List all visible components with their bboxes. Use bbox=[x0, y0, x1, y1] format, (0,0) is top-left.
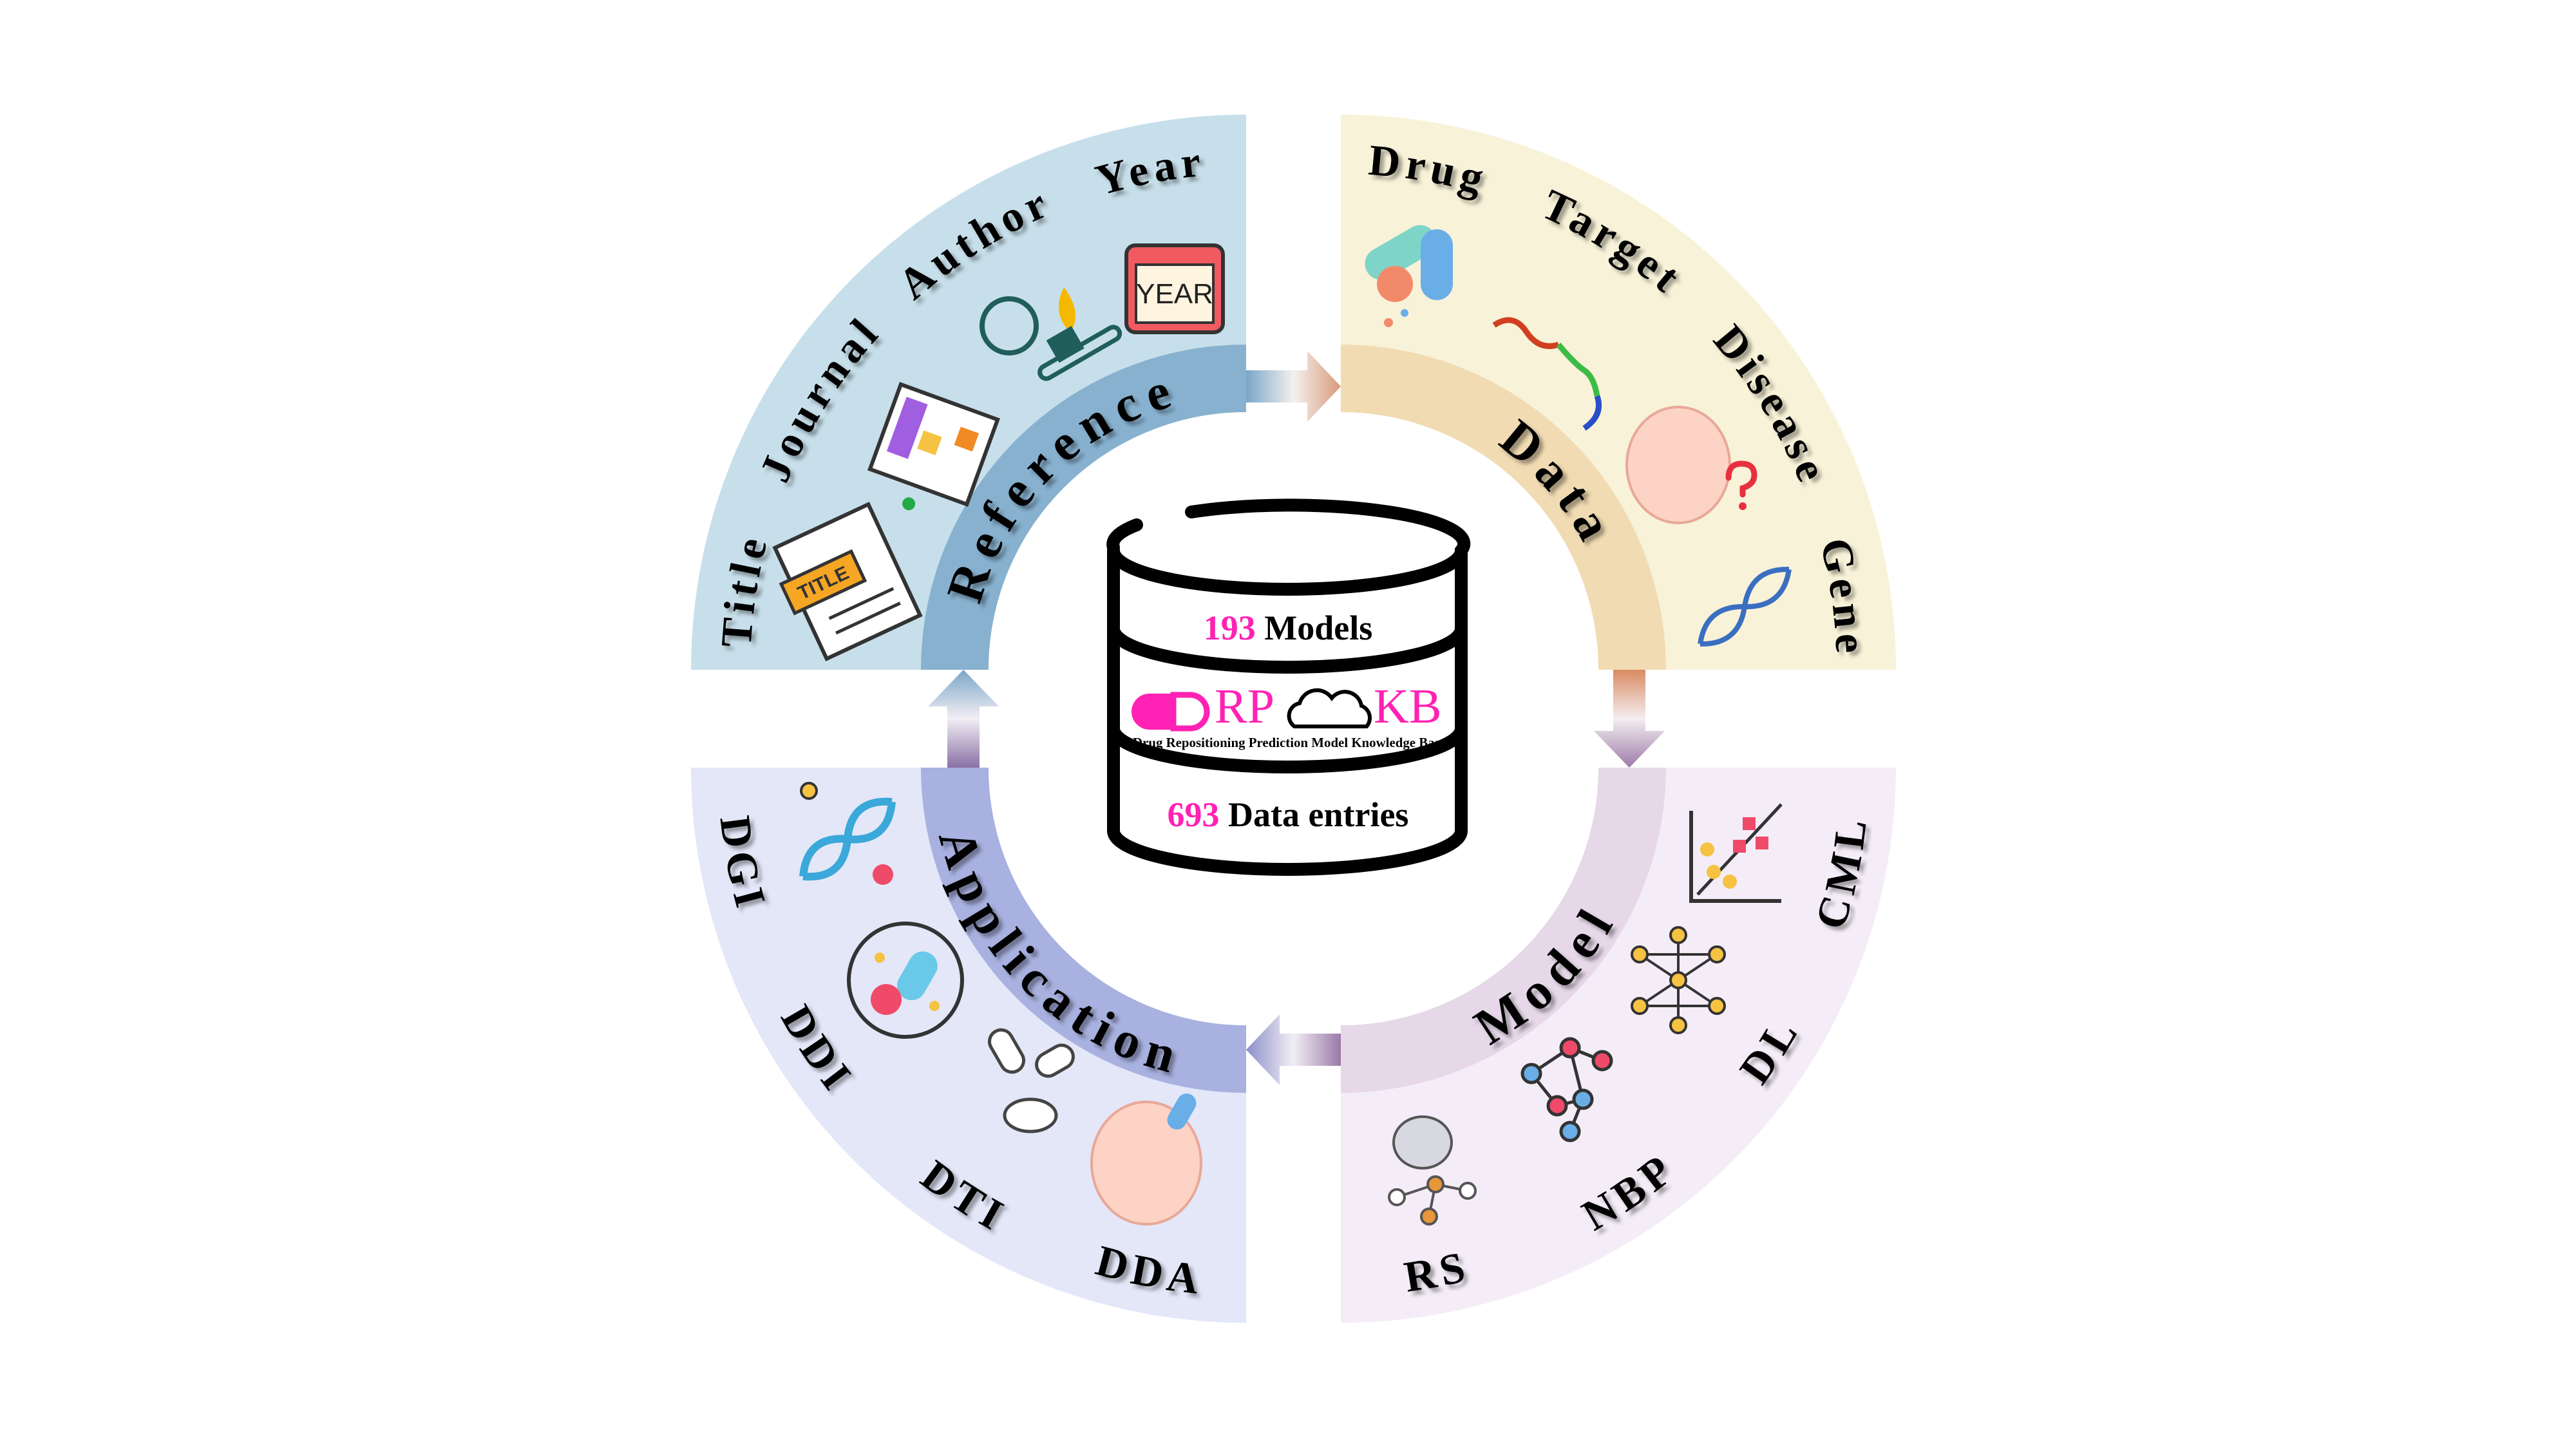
logo-kb-text: KB bbox=[1374, 679, 1442, 734]
models-stat: 193 Models bbox=[1204, 609, 1373, 647]
cml-scatter-icon bbox=[1689, 803, 1783, 903]
models-label: Models bbox=[1256, 609, 1373, 647]
drug-pills-icon bbox=[1365, 225, 1453, 327]
disease-brain-icon bbox=[1625, 406, 1757, 524]
quadrant-data bbox=[1341, 115, 1896, 670]
arrow-right-icon bbox=[1246, 351, 1341, 422]
models-count: 193 bbox=[1204, 609, 1256, 647]
quadrant-model bbox=[1341, 768, 1896, 1323]
arrow-up-icon bbox=[928, 670, 999, 768]
nbp-graph-icon bbox=[1520, 1037, 1613, 1142]
database-cylinder bbox=[1106, 498, 1471, 876]
year-calendar-icon: YEAR bbox=[1124, 243, 1225, 334]
ddi-interaction-icon bbox=[847, 922, 964, 1039]
drpkb-logo: RP KB Drug Repositioning Prediction Mode… bbox=[1132, 679, 1446, 750]
author-quill-icon bbox=[980, 287, 1122, 381]
logo-rp-text: RP bbox=[1215, 679, 1274, 734]
cloud-network-icon bbox=[1287, 688, 1372, 728]
target-protein-icon bbox=[1492, 317, 1602, 431]
entries-count: 693 bbox=[1168, 795, 1220, 834]
title-document-icon: TITLE bbox=[772, 502, 923, 661]
entries-label: Data entries bbox=[1220, 795, 1409, 834]
gene-dna-icon bbox=[1698, 567, 1792, 647]
pill-icon bbox=[1132, 694, 1173, 730]
dgi-dna-icon bbox=[799, 782, 896, 885]
arrow-down-icon bbox=[1594, 670, 1665, 768]
journal-newspaper-icon bbox=[867, 382, 1000, 511]
entries-stat: 693 Data entries bbox=[1168, 795, 1409, 834]
arrow-left-icon bbox=[1246, 1014, 1341, 1085]
dl-neural-network-icon bbox=[1631, 926, 1726, 1034]
logo-subtitle: Drug Repositioning Prediction Model Know… bbox=[1133, 735, 1446, 750]
year-badge-text: YEAR bbox=[1136, 278, 1213, 310]
dti-pills-icon bbox=[988, 1028, 1075, 1133]
dda-brain-icon bbox=[1090, 1094, 1202, 1226]
rs-brain-network-icon bbox=[1388, 1115, 1477, 1226]
question-mark-icon bbox=[1725, 460, 1757, 498]
